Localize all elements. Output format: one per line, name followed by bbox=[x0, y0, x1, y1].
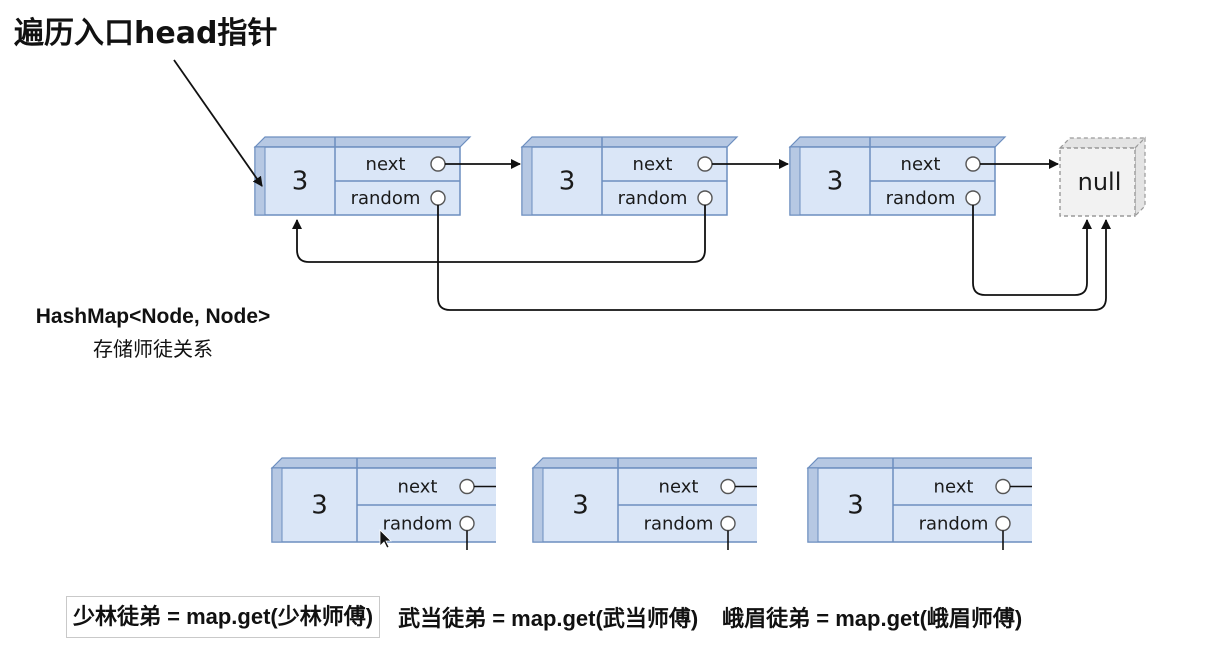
original-node-3: 3 next random bbox=[788, 136, 1007, 216]
original-node-3-side-face bbox=[789, 146, 801, 216]
copied-node-1-random-label: random bbox=[383, 514, 453, 535]
original-node-2-side-face bbox=[521, 146, 533, 216]
null-node-side-face bbox=[1134, 136, 1146, 218]
mapping-expressions: 少林徒弟 = map.get(少林师傅) 武当徒弟 = map.get(武当师傅… bbox=[66, 596, 1028, 638]
mapping-wudang: 武当徒弟 = map.get(武当师傅) bbox=[398, 606, 699, 631]
copied-node-2: 3 next random bbox=[531, 457, 757, 550]
original-node-3-random-port bbox=[965, 190, 981, 206]
original-node-3-next-port bbox=[965, 156, 981, 172]
hashmap-caption: HashMap<Node, Node> 存储师徒关系 bbox=[8, 305, 298, 362]
original-node-3-top-face bbox=[788, 136, 1007, 148]
copied-node-1-random-port bbox=[459, 515, 475, 532]
mapping-shaolin: 少林徒弟 = map.get(少林师傅) bbox=[66, 596, 381, 638]
copied-node-3-next-label: next bbox=[934, 477, 974, 498]
copied-node-1-top-face bbox=[270, 457, 496, 469]
copied-node-3-side-face bbox=[807, 467, 819, 543]
original-node-2-top-face bbox=[520, 136, 739, 148]
original-node-2-random-port bbox=[697, 190, 713, 206]
original-node-1: 3 next random bbox=[253, 136, 472, 216]
copied-node-3-random-label: random bbox=[919, 514, 989, 535]
copied-node-1-side-face bbox=[271, 467, 283, 543]
null-node-label: null bbox=[1078, 168, 1122, 196]
head-pointer-arrow bbox=[173, 59, 263, 187]
original-node-1-next-port bbox=[430, 156, 446, 172]
original-node-1-top-face bbox=[253, 136, 472, 148]
mouse-cursor-icon bbox=[379, 529, 392, 549]
random-arrow-3-to-null bbox=[972, 205, 1092, 296]
original-node-2: 3 next random bbox=[520, 136, 739, 216]
original-node-2-next-port bbox=[697, 156, 713, 172]
original-node-3-value: 3 bbox=[827, 167, 844, 197]
mapping-emei: 峨眉徒弟 = map.get(峨眉师傅) bbox=[722, 606, 1023, 631]
original-node-2-random-label: random bbox=[618, 188, 688, 209]
null-node: null bbox=[1058, 136, 1147, 218]
copied-node-1-next-label: next bbox=[398, 477, 438, 498]
hashmap-description: 存储师徒关系 bbox=[93, 339, 213, 361]
copied-node-2-random-label: random bbox=[644, 514, 714, 535]
random-arrow-2-to-1 bbox=[292, 205, 706, 263]
copied-node-2-top-face bbox=[531, 457, 757, 469]
hashmap-type-label: HashMap<Node, Node> bbox=[35, 305, 271, 328]
copied-node-3-top-face bbox=[806, 457, 1032, 469]
copied-node-3: 3 next random bbox=[806, 457, 1032, 550]
copied-node-2-next-label: next bbox=[659, 477, 699, 498]
original-node-3-next-label: next bbox=[901, 154, 941, 175]
copied-node-1-value: 3 bbox=[311, 491, 328, 521]
original-node-2-value: 3 bbox=[559, 167, 576, 197]
random-arrow-1-to-null bbox=[437, 205, 1111, 311]
copied-node-3-value: 3 bbox=[847, 491, 864, 521]
null-node-body bbox=[1059, 147, 1136, 217]
original-node-3-random-label: random bbox=[886, 188, 956, 209]
original-node-1-side-face bbox=[254, 146, 266, 216]
null-node-top-face bbox=[1058, 137, 1147, 149]
original-node-1-random-label: random bbox=[351, 188, 421, 209]
diagram-title: 遍历入口head指针 bbox=[14, 16, 278, 51]
copied-node-1: 3 next random bbox=[270, 457, 496, 550]
copied-node-2-side-face bbox=[532, 467, 544, 543]
copied-node-3-next-port bbox=[995, 478, 1011, 495]
copied-node-1-next-port bbox=[459, 478, 475, 495]
original-node-2-next-label: next bbox=[633, 154, 673, 175]
copied-node-2-next-port bbox=[720, 478, 736, 495]
copied-node-2-random-port bbox=[720, 515, 736, 532]
copied-node-2-value: 3 bbox=[572, 491, 589, 521]
original-node-1-value: 3 bbox=[292, 167, 309, 197]
original-node-1-random-port bbox=[430, 190, 446, 206]
copied-node-3-random-port bbox=[995, 515, 1011, 532]
original-node-1-next-label: next bbox=[366, 154, 406, 175]
